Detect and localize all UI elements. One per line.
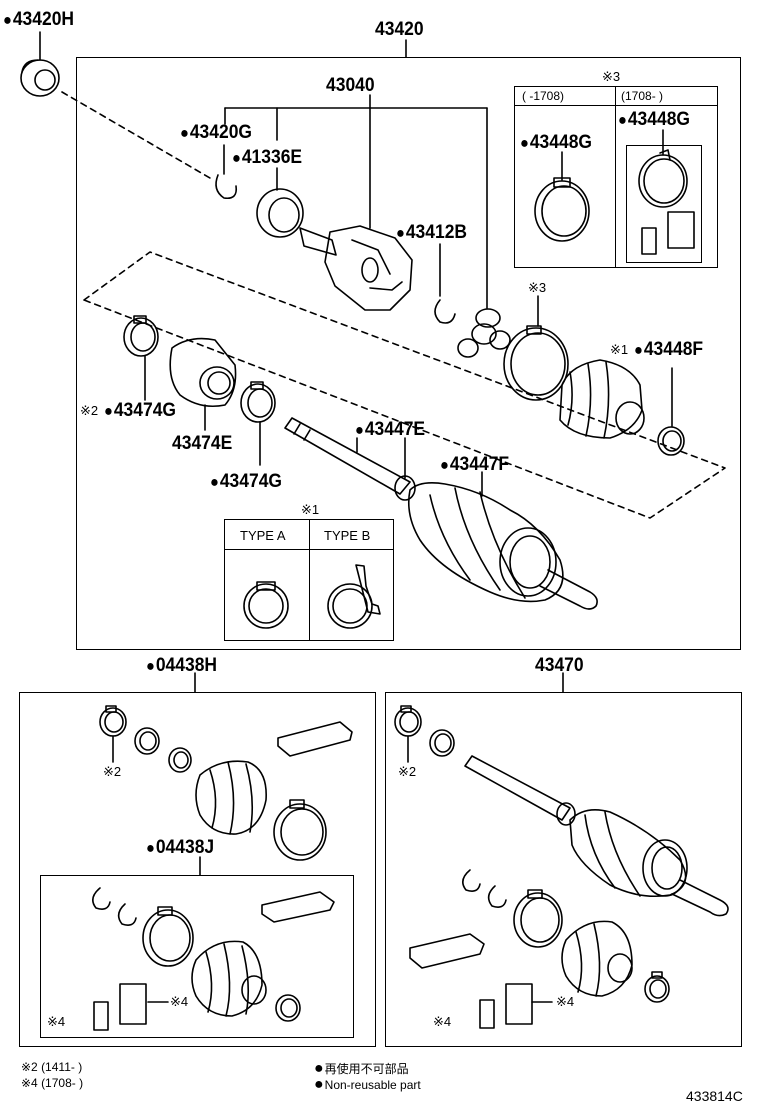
inset-3-new-subframe [626,145,702,263]
inset-3-col-rule [615,86,616,268]
kit-04438J-parts [92,887,335,1031]
inner-boot [559,359,645,439]
inset-3-frame [514,86,718,268]
mark-4-kit-left-a: ※4 [47,1014,66,1029]
type-b-clamp [327,564,381,629]
boot-43474E [169,337,237,408]
clamp-center [503,325,569,401]
mark-3-clamp: ※3 [528,280,547,295]
label-43447E: 43447E [355,420,425,439]
joint-housing-43040 [299,225,413,311]
label-43474G-left: 43474G [104,401,176,420]
label-43447F: 43447F [440,455,509,474]
legend-nonreusable-en: Non-reusable part [314,1077,421,1093]
drive-shaft [284,417,598,610]
kit-04438H-parts [99,705,353,861]
circlip-43412B [434,299,456,324]
types-col-rule [309,519,310,641]
inset3-clamp-old [534,177,590,242]
label-43420H: 43420H [3,10,74,29]
label-43448G-new: 43448G [618,110,690,129]
type-a-clamp [243,581,289,629]
mark-3-inset: ※3 [602,69,621,84]
mark-4-kit-left-b: ※4 [170,994,189,1009]
label-41336E: 41336E [232,148,302,167]
mark-2-kit-left: ※2 [103,764,122,779]
type-b-caption: TYPE B [324,528,371,543]
label-43448F: 43448F [634,340,703,359]
inset-3-header-rule [514,105,718,106]
label-43474E: 43474E [172,433,233,454]
legend-nonreusable-jp: 再使用不可部品 [314,1061,409,1077]
label-43470: 43470 [535,655,584,676]
label-04438J: 04438J [146,838,214,857]
label-43448G-old: 43448G [520,133,592,152]
ring-41336E [256,188,304,238]
label-43412B: 43412B [396,223,467,242]
mark-4-kit-right-a: ※4 [433,1014,452,1029]
assembly-43420-frame [76,57,741,650]
figure-id: 433814C [686,1088,743,1104]
kit-43470-frame [385,692,742,1047]
clamp-43474G-right [240,381,276,423]
mark-2-kit-right: ※2 [398,764,417,779]
clamp-43448F [657,426,685,456]
label-43040: 43040 [326,75,375,96]
kit-04438J-frame [40,875,354,1038]
label-43420G: 43420G [180,123,252,142]
label-04438H: 04438H [146,656,217,675]
mark-1-43448F: ※1 [610,342,629,357]
bracket-43040 [224,94,488,309]
inset-3-col-old: ( -1708) [522,89,565,103]
label-43474G-right: 43474G [210,472,282,491]
dashed-leader-seal [61,91,211,179]
dashed-group-outline [83,251,726,519]
seal-43420H-drawing [20,59,60,97]
type-a-caption: TYPE A [240,528,286,543]
tripod-joint [457,308,511,358]
mark-2-43474G: ※2 [80,403,99,418]
mark-4-kit-right-b: ※4 [556,994,575,1009]
snap-ring-43420G [215,174,238,200]
mark-1-types: ※1 [301,502,320,517]
kit-43470-parts [394,705,729,1029]
kit-04438H-frame [19,692,376,1047]
footnote-2: ※2 (1411- ) [21,1060,83,1074]
footnote-4: ※4 (1708- ) [21,1076,84,1090]
clamp-43474G-left [123,315,159,357]
label-43420: 43420 [375,19,424,40]
inset-3-col-new: (1708- ) [621,89,664,103]
